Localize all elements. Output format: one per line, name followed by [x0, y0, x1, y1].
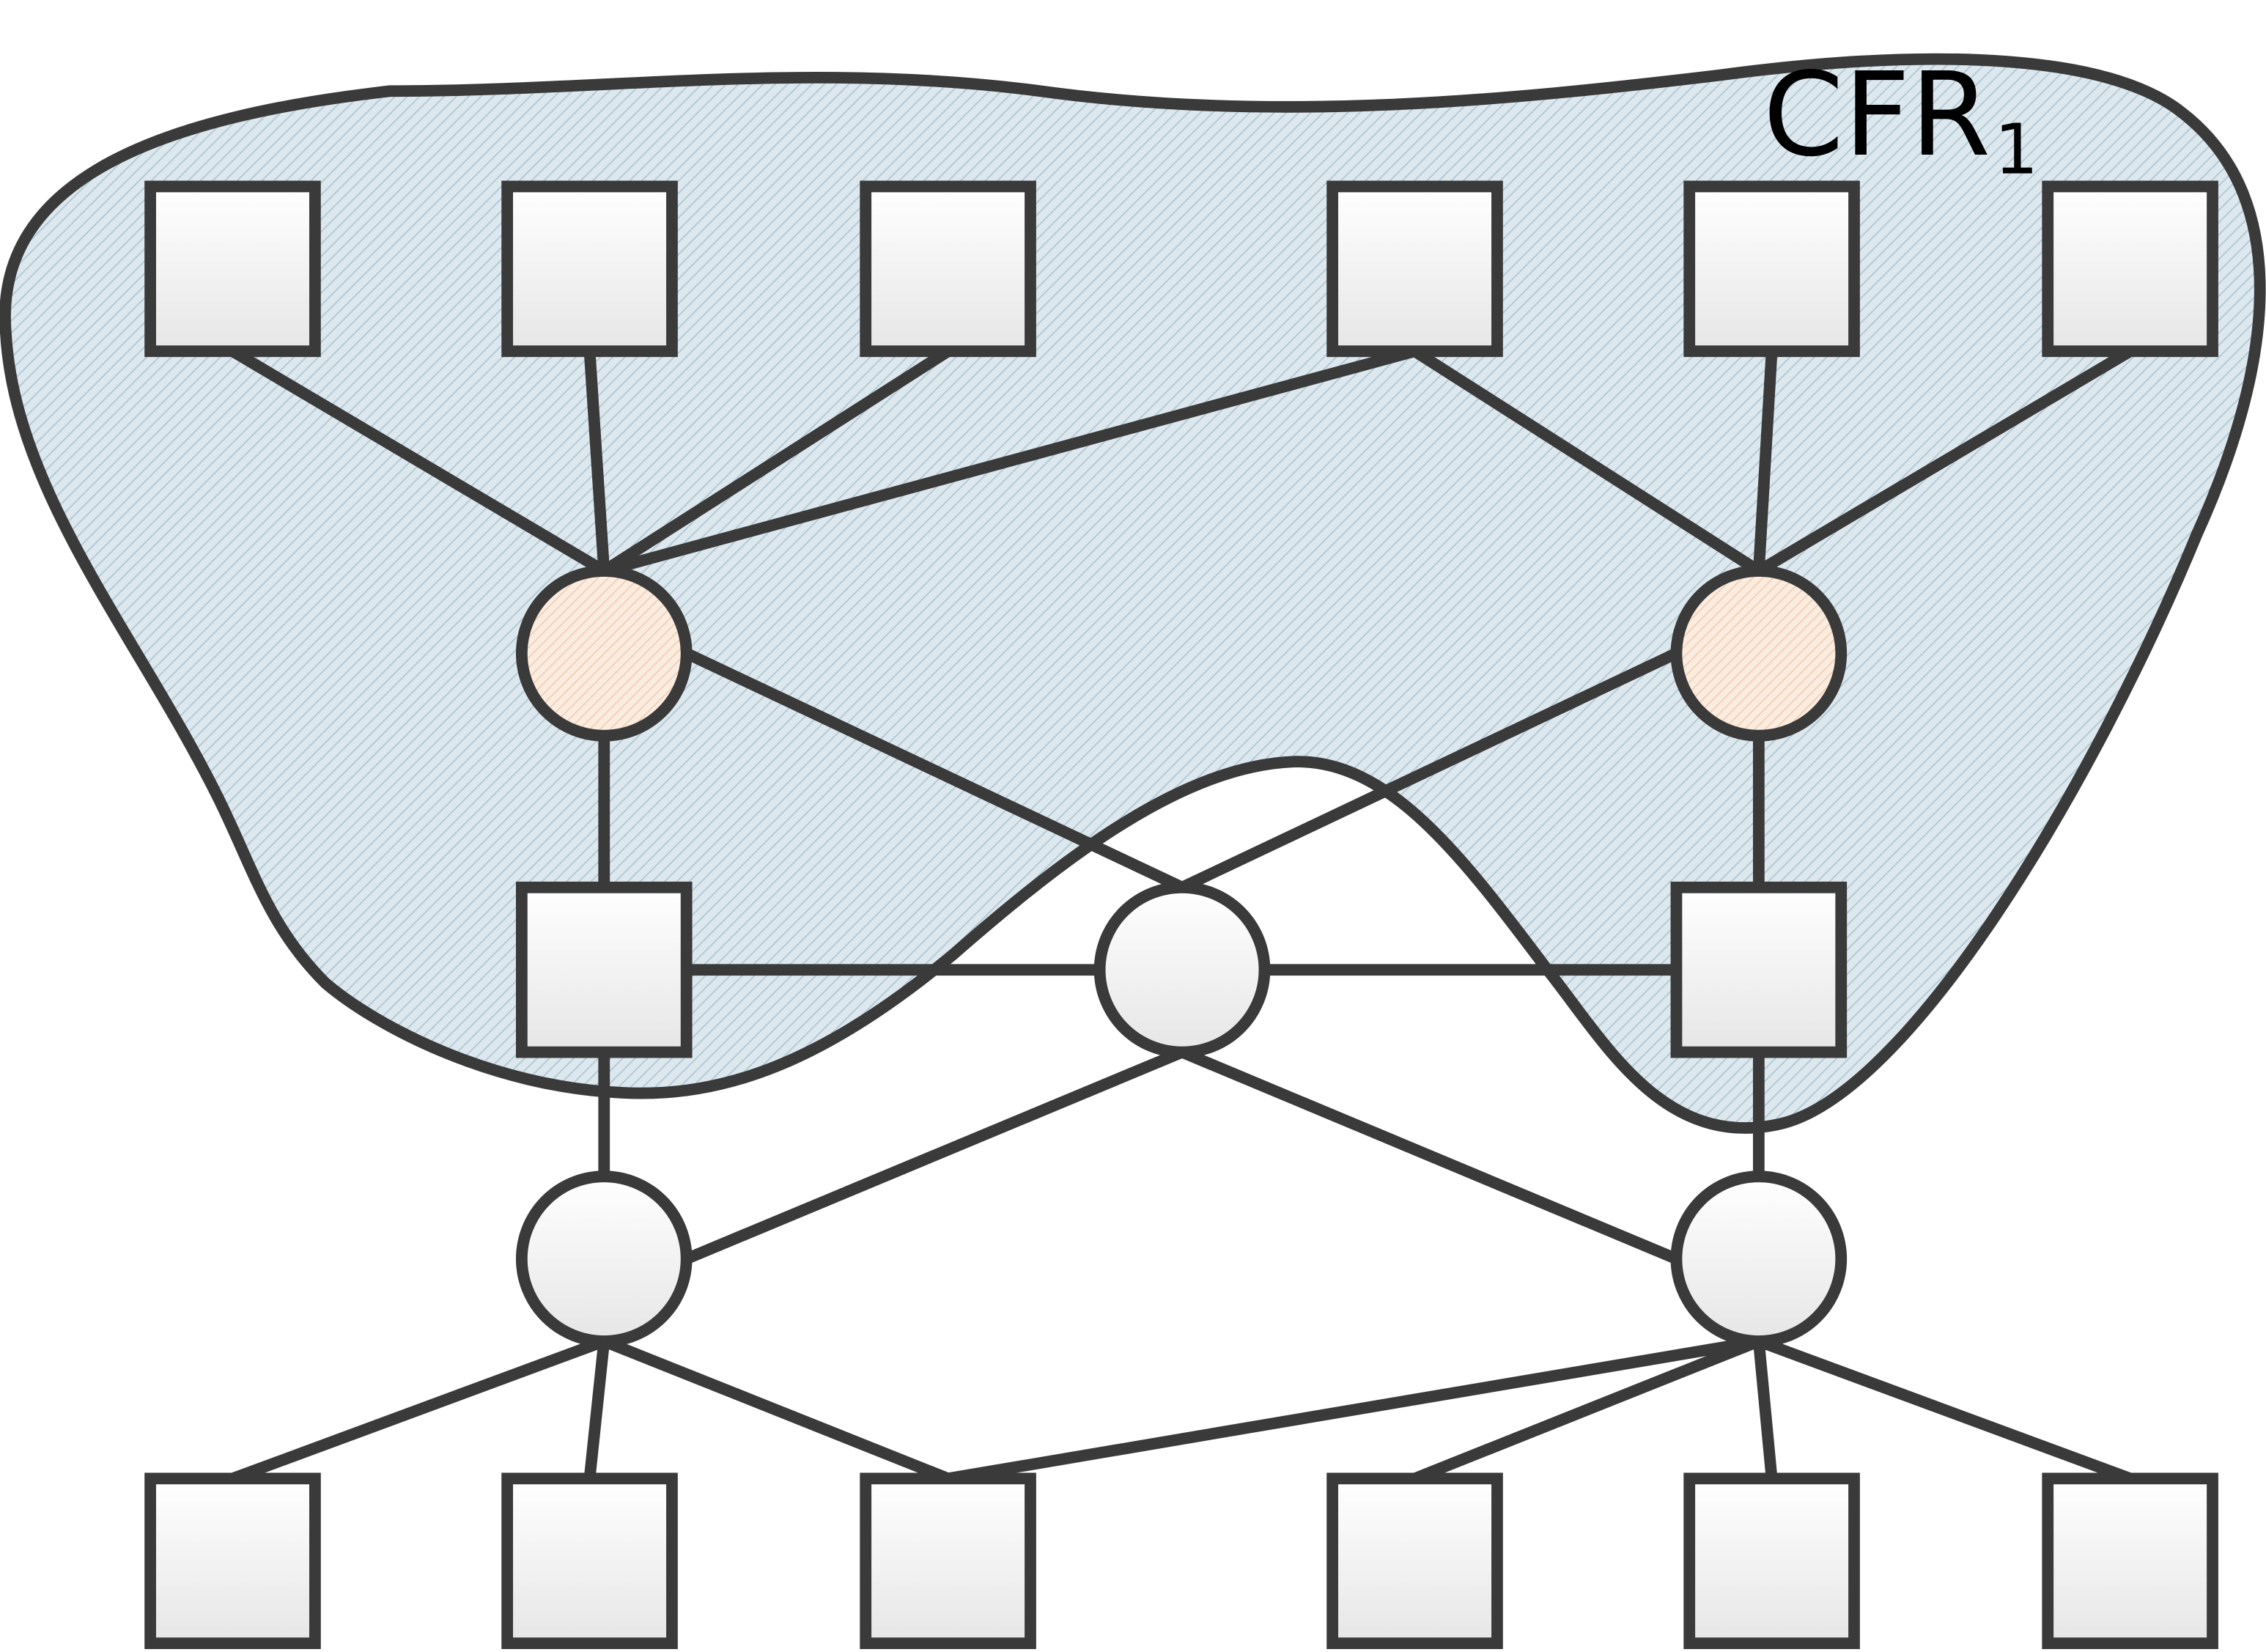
bottom-host-1-square: [144, 1472, 321, 1650]
middle-square-left-square: [515, 881, 693, 1058]
middle-square-right-square: [1670, 881, 1848, 1058]
bottom-host-5-square: [1683, 1472, 1860, 1650]
edge-middle-circle-center-to-lower-switch-right: [1176, 1046, 1683, 1265]
bottom-host-4-square: [1326, 1472, 1503, 1650]
upper-switch-left-circle: [515, 565, 693, 742]
top-host-4-square: [1326, 180, 1503, 358]
top-host-5-square: [1683, 180, 1860, 358]
middle-circle-center-circle: [1093, 881, 1271, 1058]
upper-switch-right-circle: [1670, 565, 1848, 742]
edge-lower-switch-left-to-bottom-host-3: [598, 1335, 954, 1485]
edge-top-host-5-to-upper-switch-right: [1752, 345, 1778, 577]
edge-middle-circle-center-to-lower-switch-left: [680, 1046, 1188, 1265]
cfr-region-label: CFR: [1763, 48, 1991, 182]
edge-upper-switch-left-to-middle-circle-center: [680, 647, 1188, 893]
edge-lower-switch-right-to-bottom-host-5: [1752, 1335, 1778, 1485]
bottom-host-2-square: [501, 1472, 678, 1650]
edge-top-host-4-to-upper-switch-right: [1409, 345, 1765, 577]
edge-top-host-1-to-upper-switch-left: [226, 345, 610, 577]
cfr-region-label-subscript: 1: [1994, 110, 2038, 191]
edge-top-host-3-to-upper-switch-left: [598, 345, 954, 577]
edge-lower-switch-right-to-bottom-host-4: [1409, 1335, 1765, 1485]
edge-top-host-2-to-upper-switch-left: [583, 345, 610, 577]
edge-lower-switch-right-to-bottom-host-3: [942, 1335, 1765, 1485]
edge-lower-switch-left-to-bottom-host-1: [226, 1335, 610, 1485]
top-host-6-square: [2042, 180, 2218, 358]
edge-lower-switch-left-to-bottom-host-2: [583, 1335, 610, 1485]
edges-layer: [226, 345, 2136, 1485]
lower-switch-right-circle: [1670, 1170, 1848, 1347]
top-host-3-square: [860, 180, 1036, 358]
top-host-2-square: [501, 180, 678, 358]
lower-switch-left-circle: [515, 1170, 693, 1347]
top-host-1-square: [144, 180, 321, 358]
edge-lower-switch-right-to-bottom-host-6: [1752, 1335, 2136, 1485]
edge-top-host-6-to-upper-switch-right: [1752, 345, 2136, 577]
edge-upper-switch-right-to-middle-circle-center: [1176, 647, 1683, 893]
bottom-host-6-square: [2042, 1472, 2218, 1650]
bottom-host-3-square: [860, 1472, 1036, 1650]
edge-top-host-4-to-upper-switch-left: [598, 345, 1421, 577]
nodes-layer: [144, 180, 2218, 1650]
